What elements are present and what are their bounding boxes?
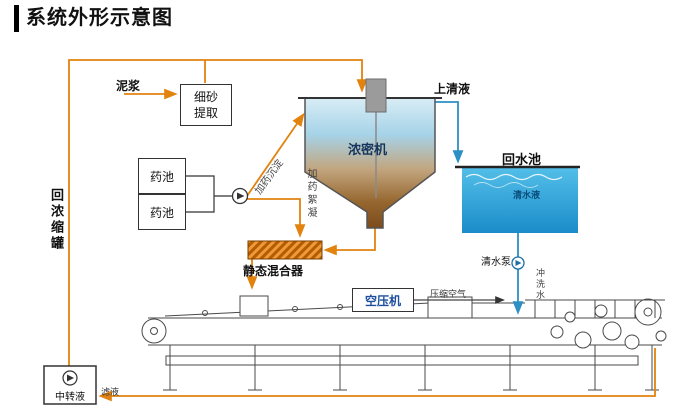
orange-pipes [68, 59, 656, 402]
thickener-label: 浓密机 [348, 142, 388, 157]
transfer-liquid-box [43, 365, 97, 405]
pump-icon [515, 260, 522, 266]
mud-label: 泥浆 [116, 79, 141, 93]
press-drive-box [427, 296, 473, 319]
belt-filter-press [141, 295, 667, 391]
chem-tank-1-box: 药池 [138, 158, 186, 194]
static-mixer-body [247, 240, 323, 260]
underflow-pipe [323, 228, 376, 256]
dosing-flocculation-label: 加药絮凝 [305, 168, 316, 220]
return-concentrate-tank-label: 回浓缩罐 [49, 188, 64, 252]
clear-water-pump-label: 清水泵 [481, 257, 511, 268]
wave-icon [473, 182, 539, 188]
return-water-pool-label: 回水池 [502, 152, 542, 167]
clear-water-label: 清水液 [513, 190, 541, 200]
thickener-tank [298, 78, 442, 229]
air-compressor-box: 空压机 [352, 288, 414, 312]
water-pipes [414, 101, 524, 315]
press-feed-hopper [239, 295, 269, 317]
clear-water-pump [511, 256, 525, 270]
pump-icon [67, 374, 74, 382]
chem-pipes [186, 175, 232, 213]
recycle-pipe [68, 59, 368, 366]
dosing-flocculation-pipe [247, 198, 306, 238]
pump-icon [237, 192, 245, 200]
sand-extraction-label: 细砂提取 [193, 89, 218, 120]
chem-tank-2-box: 药池 [138, 194, 186, 230]
page-title: 系统外形示意图 [14, 5, 173, 32]
sand-extraction-box: 细砂提取 [180, 84, 232, 126]
rinse-water-label: 冲洗水 [535, 268, 545, 301]
supernatant-label: 上清液 [434, 82, 471, 96]
filtrate-label: 滤液 [101, 387, 120, 397]
dosing-sedimentation-pipe [246, 112, 305, 197]
static-mixer-label: 静态混合器 [243, 264, 304, 278]
filtrate-pipe [98, 348, 656, 402]
motor-icon [365, 78, 387, 113]
transfer-liquid-label: 中转液 [55, 392, 85, 403]
supernatant-pipe [433, 101, 464, 164]
return-water-pool-tank [455, 165, 580, 233]
wave-icon [465, 173, 563, 181]
compressed-air-label: 压缩空气 [430, 289, 467, 299]
chemical-pump [231, 187, 249, 205]
